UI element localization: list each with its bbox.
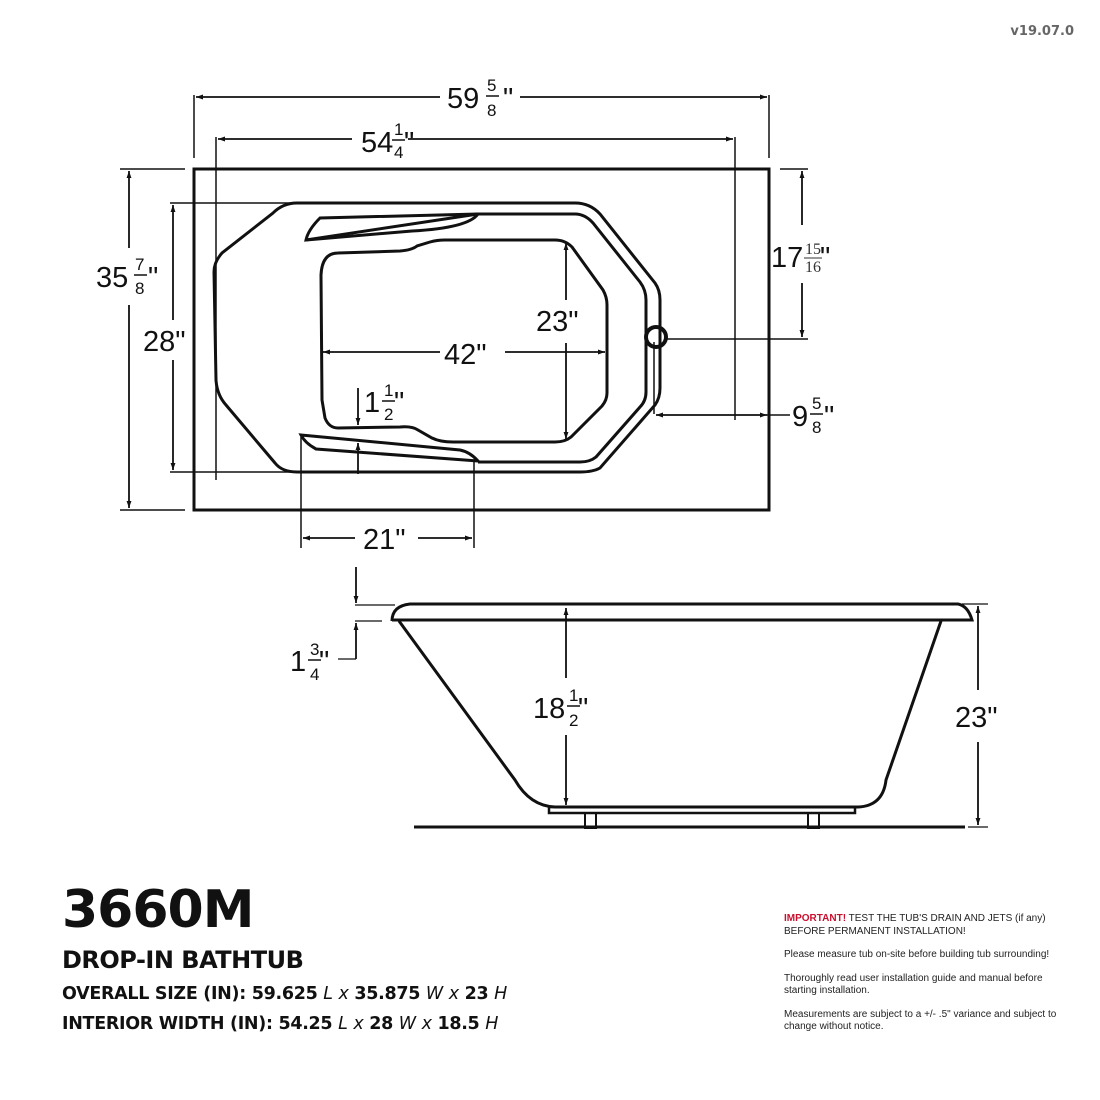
svg-text:": ": [394, 387, 404, 419]
svg-text:": ": [503, 83, 513, 115]
svg-text:2: 2: [569, 711, 578, 730]
dim-overall-height: 23": [955, 702, 998, 734]
svg-text:4: 4: [394, 143, 403, 162]
installation-notes: IMPORTANT! TEST THE TUB'S DRAIN AND JETS…: [784, 913, 1069, 1045]
tub-base: [547, 805, 857, 815]
tub-body: [397, 620, 943, 809]
inner-rim-outline: [478, 212, 648, 464]
svg-text:": ": [404, 127, 414, 159]
note-item: Measurements are subject to a +/- .5" va…: [784, 1008, 1057, 1033]
svg-text:1: 1: [364, 387, 380, 419]
svg-text:3: 3: [310, 640, 319, 659]
svg-text:": ": [148, 262, 158, 294]
svg-text:": ": [578, 693, 588, 725]
dim-drain-from-top: 17 15 16 ": [771, 241, 830, 276]
basin-outline: [319, 238, 609, 444]
svg-text:8: 8: [487, 101, 496, 120]
svg-text:1: 1: [394, 120, 403, 139]
svg-text:1: 1: [384, 381, 393, 400]
dim-basin-length: 42": [444, 339, 487, 371]
svg-text:5: 5: [812, 394, 821, 413]
svg-text:15: 15: [805, 241, 821, 258]
dim-basin-width: 23": [536, 306, 579, 338]
interior-width-spec: INTERIOR WIDTH (IN): 54.25 L x 28 W x 18…: [62, 1014, 499, 1034]
svg-text:4: 4: [310, 665, 319, 684]
note-item: Thoroughly read user installation guide …: [784, 972, 1043, 997]
svg-text:18: 18: [533, 693, 565, 725]
overall-size-spec: OVERALL SIZE (IN): 59.625 L x 35.875 W x…: [62, 984, 507, 1004]
svg-text:1: 1: [290, 646, 306, 678]
important-label: IMPORTANT!: [784, 913, 847, 924]
svg-text:": ": [820, 242, 830, 274]
svg-text:": ": [319, 646, 329, 678]
dim-armrest-offset: 1 1 2 ": [364, 381, 404, 424]
top-view: [120, 94, 808, 548]
svg-text:17: 17: [771, 242, 803, 274]
svg-text:5: 5: [487, 76, 496, 95]
svg-text:2: 2: [384, 405, 393, 424]
side-view: [338, 567, 988, 829]
lower-armrest: [298, 433, 482, 463]
important-note: IMPORTANT! TEST THE TUB'S DRAIN AND JETS…: [784, 913, 1046, 937]
svg-text:8: 8: [135, 279, 144, 298]
title-block: 3660M DROP-IN BATHTUB OVERALL SIZE (IN):…: [62, 880, 507, 1034]
tub-rim: [390, 602, 974, 622]
svg-text:7: 7: [135, 255, 144, 274]
dim-interior-width: 28": [143, 326, 186, 358]
dim-interior-depth: 18 1 2 ": [533, 686, 588, 730]
svg-text:54: 54: [361, 127, 393, 159]
svg-text:35: 35: [96, 262, 128, 294]
dim-interior-length: 54 1 4 ": [361, 120, 414, 162]
upper-armrest-curve: [305, 213, 480, 242]
dim-drain-from-end: 9 5 8 ": [792, 394, 834, 437]
dim-rim-thickness: 1 3 4 ": [290, 640, 329, 684]
outer-rim-outline: [212, 201, 662, 474]
product-type: DROP-IN BATHTUB: [62, 946, 304, 974]
svg-text:16: 16: [805, 259, 821, 276]
version-label: v19.07.0: [1010, 24, 1074, 39]
svg-text:9: 9: [792, 401, 808, 433]
svg-text:1: 1: [569, 686, 578, 705]
svg-text:8: 8: [812, 418, 821, 437]
svg-text:": ": [824, 401, 834, 433]
dim-overall-width: 35 7 8 ": [96, 255, 158, 298]
model-number: 3660M: [62, 880, 254, 940]
note-item: Please measure tub on-site before buildi…: [784, 949, 1050, 960]
svg-text:59: 59: [447, 83, 479, 115]
dim-overall-length: 59 5 8 ": [447, 76, 513, 120]
dim-armrest-length: 21": [363, 524, 406, 556]
drain-icon: [644, 325, 668, 349]
